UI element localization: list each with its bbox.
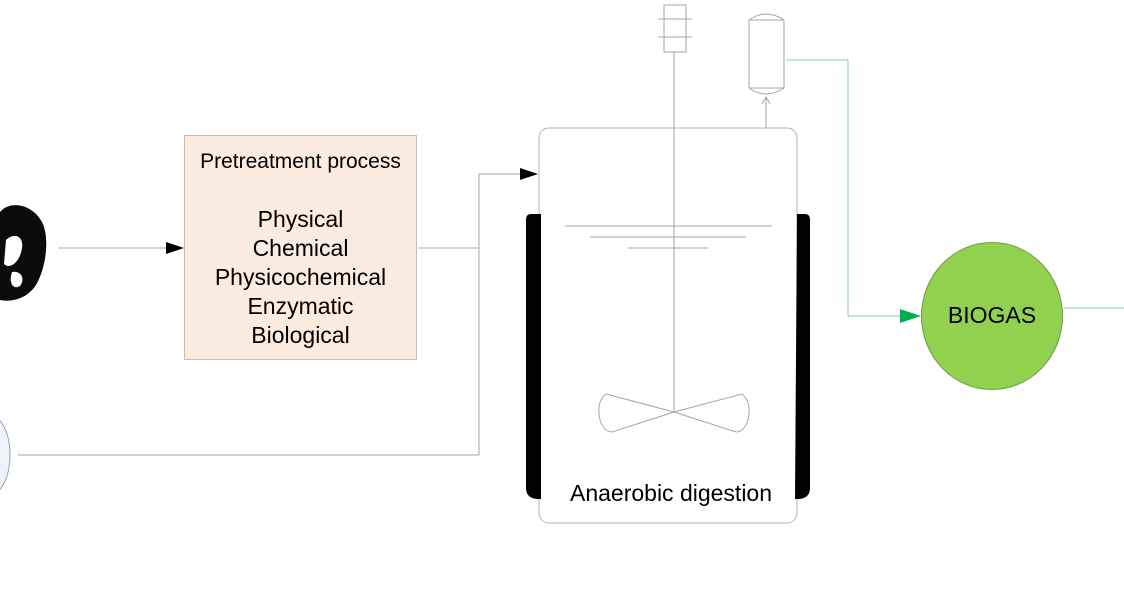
reactor-inlet-arrow — [520, 168, 538, 180]
pretreatment-methods: Physical Chemical Physicochemical Enzyma… — [185, 205, 416, 350]
method-physicochemical: Physicochemical — [214, 264, 387, 290]
gas-holder — [748, 13, 785, 95]
reactor-jacket-right — [795, 214, 810, 499]
method-biological: Biological — [251, 322, 350, 348]
method-enzymatic: Enzymatic — [247, 293, 354, 319]
gas-riser-arrowhead — [761, 95, 771, 105]
co-substrate-circle — [0, 420, 11, 490]
cosubstrate-line — [18, 248, 480, 456]
reactor-label: Anaerobic digestion — [569, 480, 773, 506]
feed-arrow — [166, 242, 184, 254]
impeller — [598, 393, 750, 433]
method-physical: Physical — [257, 206, 344, 232]
biogas-label: BIOGAS — [947, 302, 1037, 328]
reactor-jacket-left — [526, 214, 541, 499]
biogas-node — [921, 242, 1063, 390]
gas-line — [786, 59, 905, 317]
agitator-motor — [658, 4, 692, 53]
pretreatment-box: Pretreatment process Physical Chemical P… — [184, 135, 417, 360]
gas-arrow — [900, 309, 921, 323]
pretreatment-title: Pretreatment process — [200, 150, 401, 173]
method-chemical: Chemical — [252, 235, 349, 261]
reactor-vessel — [538, 127, 798, 524]
feedstock-image — [0, 205, 47, 301]
pretreat-to-reactor-line — [418, 173, 522, 249]
